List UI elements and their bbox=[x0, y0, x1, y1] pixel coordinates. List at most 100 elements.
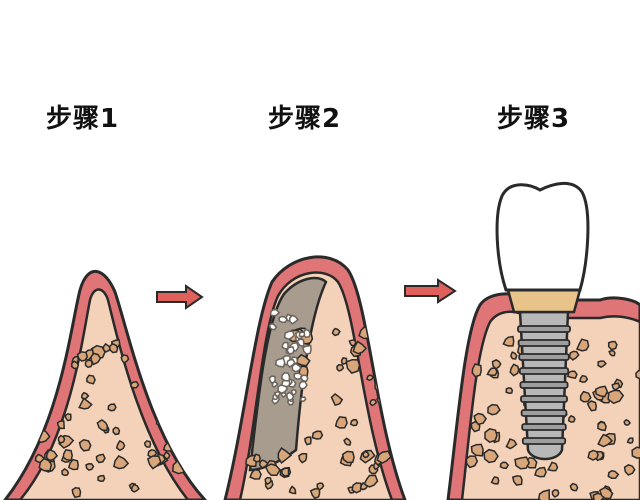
speckle bbox=[505, 387, 514, 394]
speckle bbox=[96, 418, 109, 432]
speckle bbox=[336, 364, 345, 372]
speckle bbox=[113, 455, 130, 470]
speckle bbox=[108, 342, 119, 354]
speckle bbox=[130, 483, 140, 493]
speckle bbox=[62, 448, 73, 462]
speckle bbox=[97, 474, 106, 482]
speckle bbox=[511, 475, 523, 486]
speckle bbox=[130, 381, 140, 389]
speckle bbox=[534, 466, 547, 478]
speckle bbox=[280, 392, 287, 398]
speckle bbox=[85, 463, 95, 471]
speckle bbox=[597, 433, 614, 448]
speckle bbox=[298, 380, 308, 390]
bone bbox=[18, 288, 190, 500]
speckle bbox=[595, 385, 609, 398]
speckle bbox=[566, 370, 578, 380]
screw-thread bbox=[520, 409, 568, 417]
screw-thread bbox=[518, 353, 570, 361]
speckle bbox=[38, 357, 50, 369]
speckle bbox=[568, 350, 580, 361]
speckle bbox=[471, 363, 482, 378]
panel-1-bone-ridge bbox=[3, 269, 208, 500]
speckle bbox=[537, 489, 551, 500]
speckle bbox=[38, 457, 53, 472]
speckle bbox=[146, 455, 162, 470]
speckle bbox=[575, 338, 590, 352]
speckle bbox=[341, 450, 355, 464]
speckle bbox=[275, 357, 286, 368]
speckle bbox=[64, 413, 72, 422]
speckle bbox=[345, 358, 361, 374]
speckle bbox=[67, 458, 79, 471]
screw-thread bbox=[521, 423, 567, 431]
step-3-label: 步骤3 bbox=[497, 104, 571, 134]
speckle bbox=[597, 420, 607, 432]
speckle bbox=[71, 487, 82, 499]
speckle bbox=[269, 308, 281, 317]
screw-thread bbox=[517, 339, 571, 347]
speckle bbox=[626, 437, 634, 444]
screw-thread bbox=[521, 437, 567, 445]
speckle bbox=[608, 349, 616, 357]
speckle bbox=[510, 351, 518, 360]
speckle bbox=[61, 467, 70, 477]
speckle bbox=[34, 376, 45, 388]
speckle bbox=[343, 437, 352, 446]
speckle bbox=[502, 335, 515, 347]
speckle bbox=[369, 398, 378, 407]
speckle bbox=[487, 403, 501, 416]
speckle bbox=[623, 419, 632, 426]
speckle bbox=[465, 455, 479, 469]
speckle bbox=[291, 362, 303, 373]
speckle bbox=[90, 352, 102, 366]
speckle bbox=[514, 456, 531, 470]
speckle bbox=[112, 426, 121, 436]
speckle bbox=[473, 412, 488, 426]
speckle bbox=[351, 482, 362, 494]
speckle bbox=[352, 340, 368, 355]
speckle bbox=[288, 314, 299, 325]
speckle bbox=[298, 452, 308, 464]
graft-particles bbox=[268, 308, 312, 406]
speckle bbox=[285, 391, 295, 402]
speckle bbox=[300, 396, 307, 403]
speckle bbox=[302, 344, 312, 355]
speckle bbox=[86, 374, 96, 385]
speckle bbox=[57, 434, 66, 445]
speckle bbox=[362, 450, 370, 459]
speckle bbox=[178, 336, 187, 346]
speckle bbox=[39, 382, 50, 395]
speckle bbox=[505, 438, 518, 450]
crown bbox=[495, 182, 590, 292]
speckle bbox=[546, 461, 559, 472]
speckle bbox=[607, 389, 625, 405]
speckle bbox=[29, 413, 41, 426]
speckle bbox=[140, 355, 151, 367]
speckle bbox=[164, 427, 173, 435]
speckle bbox=[340, 356, 348, 365]
speckle bbox=[363, 474, 379, 488]
speckle bbox=[607, 470, 620, 479]
panel-3-implant bbox=[446, 182, 640, 500]
speckle bbox=[569, 482, 579, 492]
speckle bbox=[470, 443, 484, 457]
speckle bbox=[45, 448, 59, 462]
speckle bbox=[281, 372, 291, 382]
speckle bbox=[316, 482, 325, 491]
speckle bbox=[374, 350, 384, 361]
screw-thread bbox=[517, 325, 571, 333]
speckle bbox=[375, 341, 388, 354]
speckle bbox=[499, 461, 510, 470]
panel-2-bone-graft bbox=[223, 255, 407, 500]
speckle bbox=[76, 351, 89, 362]
speckle bbox=[376, 450, 392, 464]
speckle bbox=[290, 389, 297, 397]
implant-screw bbox=[517, 310, 571, 461]
speckle bbox=[370, 342, 384, 358]
abutment bbox=[506, 288, 582, 314]
speckle bbox=[611, 382, 621, 391]
speckle bbox=[162, 389, 172, 400]
speckle bbox=[95, 453, 106, 464]
